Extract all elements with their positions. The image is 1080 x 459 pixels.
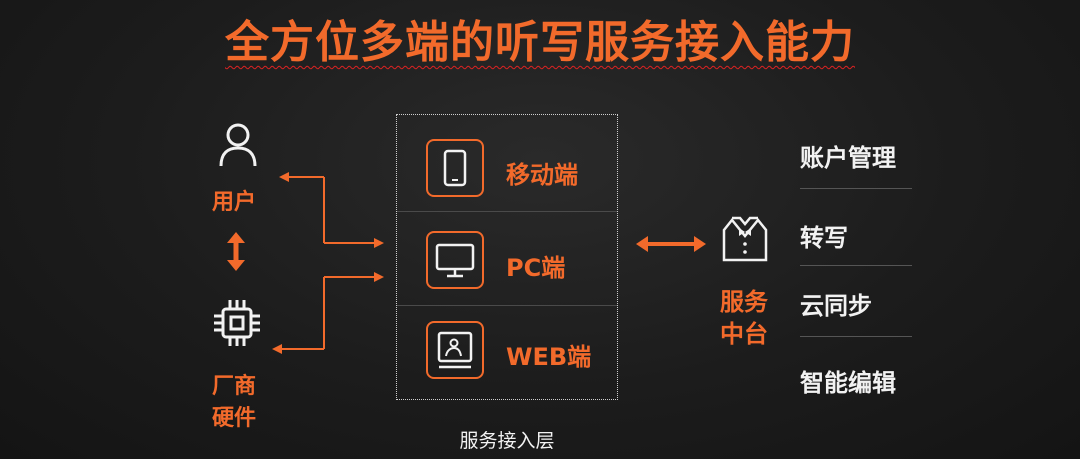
page-title: 全方位多端的听写服务接入能力: [225, 17, 855, 68]
user-label: 用户: [212, 190, 257, 215]
hardware-label-line2: 硬件: [212, 406, 257, 431]
capability-transcription: 转写: [800, 224, 848, 252]
smartphone-icon: [426, 139, 484, 197]
hardware-to-access-arrow: [272, 272, 384, 354]
access-layer-caption: 服务接入层: [459, 430, 555, 452]
client-label-web: WEB端: [506, 343, 592, 371]
access-layer-box: [396, 114, 618, 400]
capability-account-management: 账户管理: [800, 144, 896, 172]
client-label-mobile: 移动端: [506, 161, 578, 189]
client-label-pc: PC端: [506, 254, 566, 282]
monitor-icon: [426, 231, 484, 289]
middle-platform-label-line2: 中台: [720, 320, 768, 348]
user-to-access-arrow: [279, 172, 384, 248]
tuxedo-icon: [718, 214, 772, 270]
capability-smart-editing: 智能编辑: [800, 369, 896, 397]
user-icon: [218, 122, 258, 172]
middle-platform-label-line1: 服务: [720, 288, 768, 316]
web-page-icon: [426, 321, 484, 379]
hardware-label-line1: 厂商: [212, 374, 257, 399]
user-hardware-double-arrow: [227, 232, 245, 271]
chip-icon: [210, 296, 264, 354]
access-middle-double-arrow: [636, 236, 706, 252]
access-row-divider: [397, 305, 617, 306]
access-row-divider: [397, 211, 617, 212]
capability-divider: [800, 265, 912, 266]
capability-cloud-sync: 云同步: [800, 292, 872, 320]
capability-divider: [800, 188, 912, 189]
capability-divider: [800, 336, 912, 337]
